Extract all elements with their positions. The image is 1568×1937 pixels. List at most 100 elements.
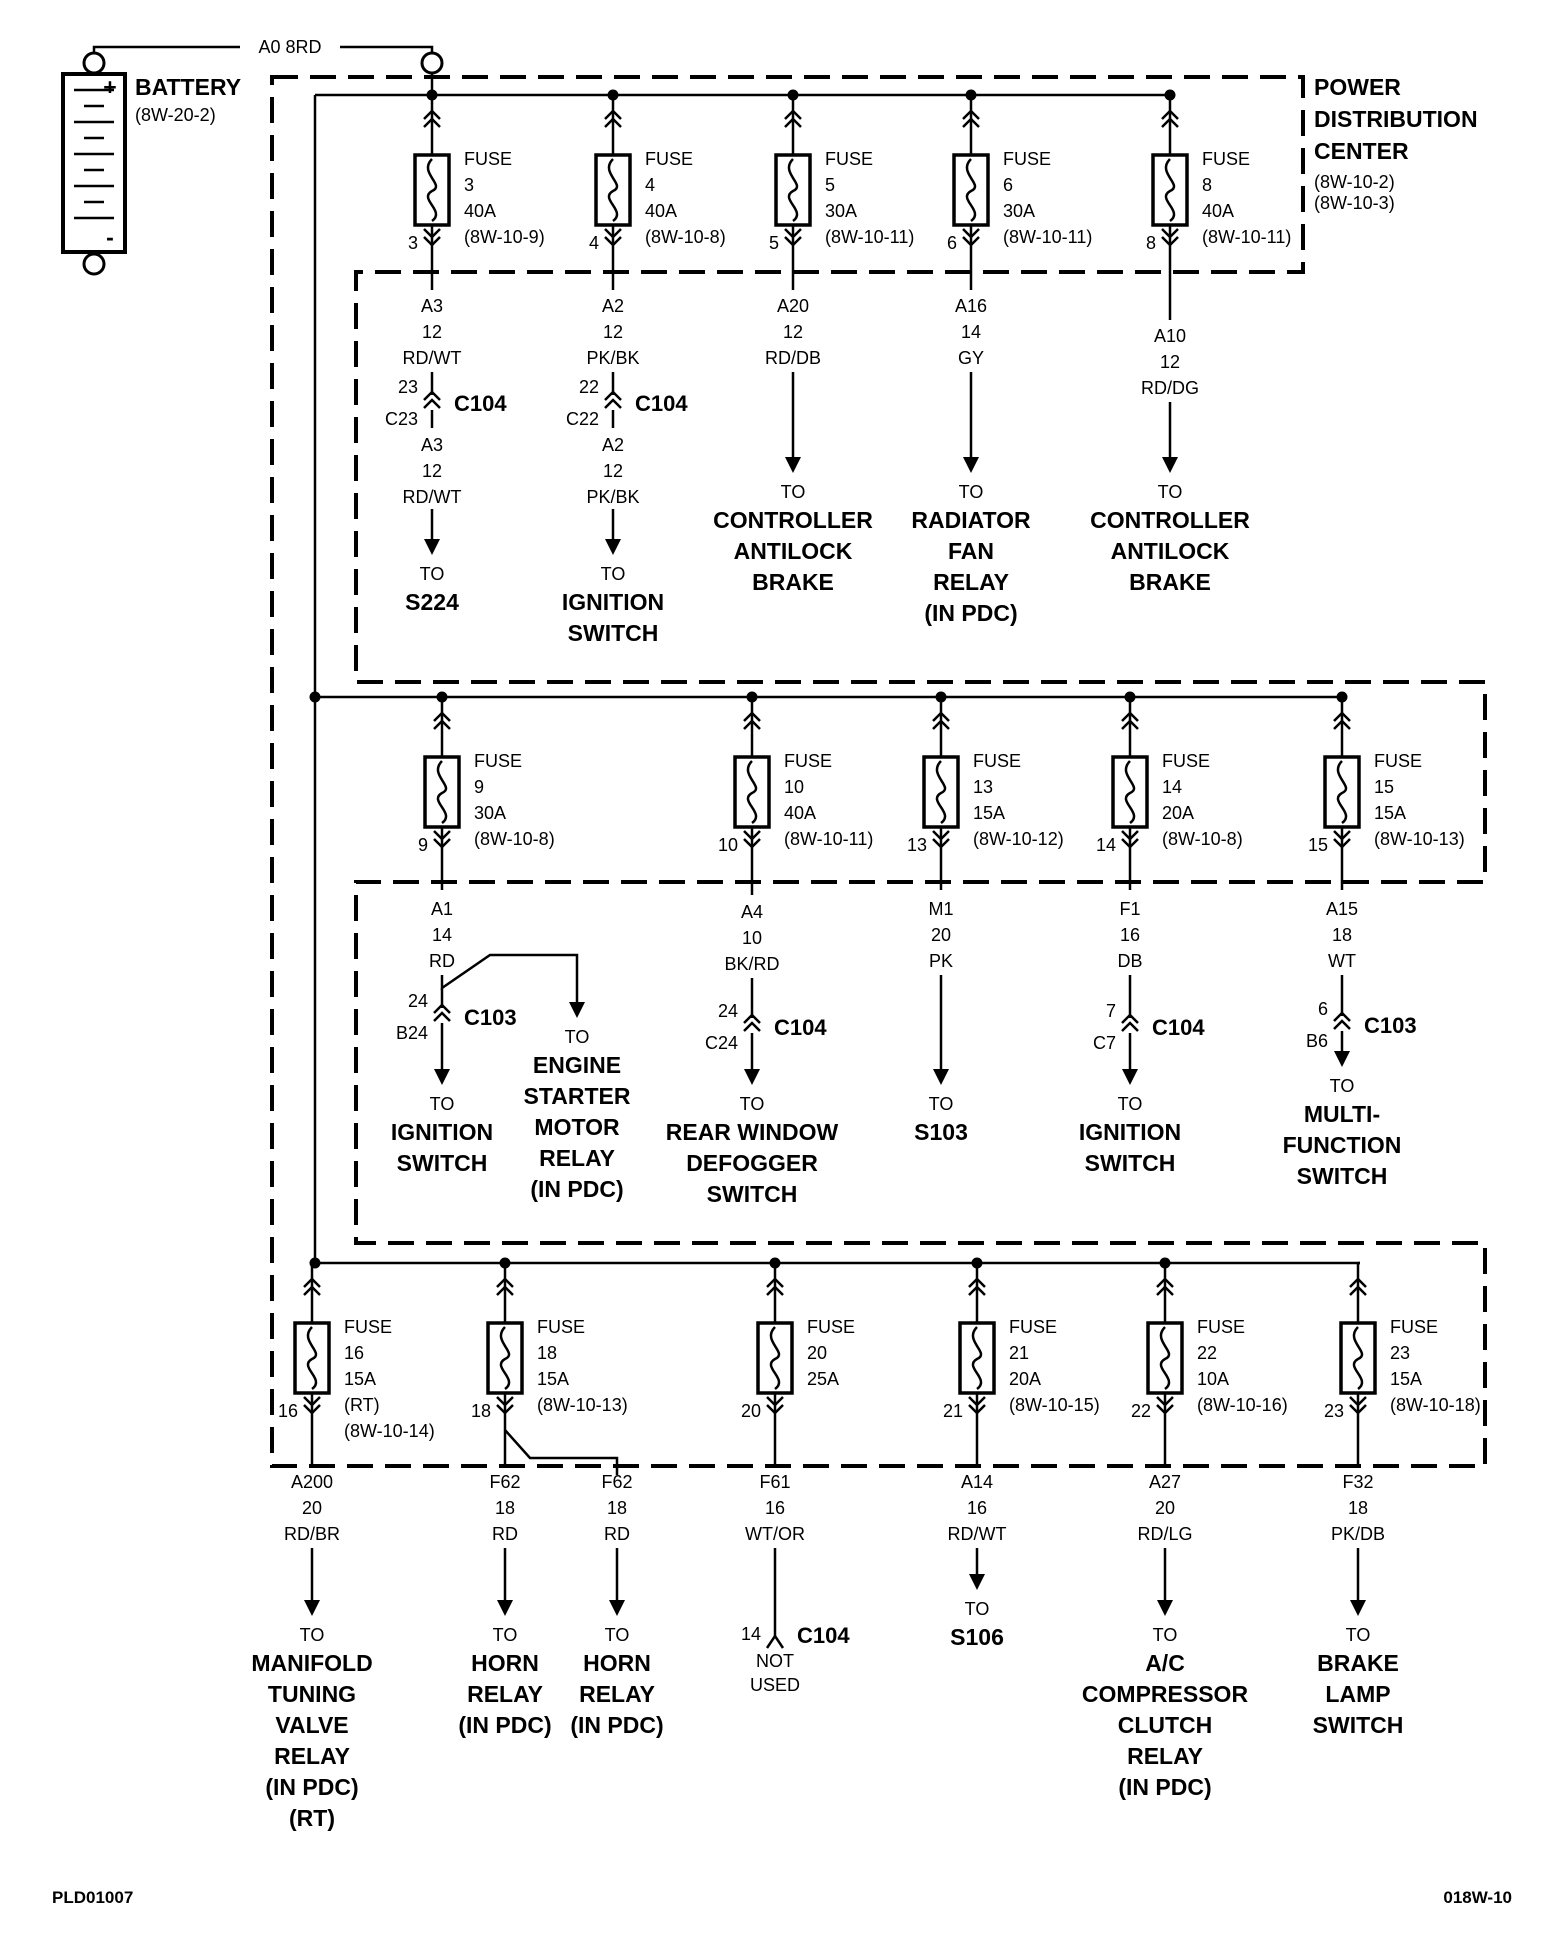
wire-code: 14 — [961, 322, 981, 342]
connector-symbol — [765, 1633, 785, 1649]
fuse-spec: 30A — [825, 201, 857, 221]
dest-label: (RT) — [289, 1805, 335, 1831]
dest-label: RELAY — [1127, 1743, 1203, 1769]
arrow-head — [1334, 1051, 1350, 1067]
fuse-spec: 15A — [344, 1369, 376, 1389]
wire-code: A10 — [1154, 326, 1186, 346]
fuse-spec: (8W-10-18) — [1390, 1395, 1481, 1415]
arrow-head — [933, 1069, 949, 1085]
dest-label: COMPRESSOR — [1082, 1681, 1249, 1707]
arrow-head — [963, 457, 979, 473]
dest-label: (IN PDC) — [458, 1712, 551, 1738]
terminal-chevron — [766, 1277, 784, 1296]
battery-ref: (8W-20-2) — [135, 105, 216, 125]
fuse-element — [1124, 760, 1136, 825]
wire-code: RD/WT — [403, 348, 462, 368]
dest-to: TO — [565, 1027, 590, 1047]
fuse-spec: (8W-10-8) — [1162, 829, 1243, 849]
battery-cable-label: A0 8RD — [258, 37, 321, 57]
fuse-label: FUSE — [1162, 751, 1210, 771]
arrow-head — [785, 457, 801, 473]
dest-label: RADIATOR — [911, 507, 1031, 533]
wire-code: 10 — [742, 928, 762, 948]
wire-code: PK/BK — [586, 348, 639, 368]
fuse-spec: (8W-10-15) — [1009, 1395, 1100, 1415]
cavity-number: 15 — [1308, 835, 1328, 855]
dest-to: TO — [781, 482, 806, 502]
battery-plus-sign: + — [103, 74, 116, 100]
fuse-label: FUSE — [1009, 1317, 1057, 1337]
fuse-element — [746, 760, 758, 825]
fuse-element — [935, 760, 947, 825]
wire-code: 18 — [1348, 1498, 1368, 1518]
terminal-chevron — [1121, 711, 1139, 730]
not-used-note: NOT — [756, 1651, 794, 1671]
not-used-note: USED — [750, 1675, 800, 1695]
bus-splice — [769, 1257, 781, 1269]
terminal-chevron — [784, 109, 802, 128]
dest-label: RELAY — [933, 569, 1009, 595]
arrow-head — [969, 1574, 985, 1590]
conn-pin: 24 — [408, 991, 428, 1011]
wire-code: F61 — [759, 1472, 790, 1492]
connector-name: C104 — [774, 1015, 827, 1040]
terminal-chevron — [303, 1277, 321, 1296]
conn-pin: 24 — [718, 1001, 738, 1021]
dest-label: S224 — [405, 589, 459, 615]
dest-label: REAR WINDOW — [666, 1119, 839, 1145]
terminal-chevron — [604, 109, 622, 128]
wire-code: WT — [1328, 951, 1356, 971]
wire-code: A15 — [1326, 899, 1358, 919]
wire-code: 12 — [603, 461, 623, 481]
dest-label: (IN PDC) — [265, 1774, 358, 1800]
fuse-element — [1336, 760, 1348, 825]
bus-splice — [935, 691, 947, 703]
dest-label: HORN — [471, 1650, 539, 1676]
dest-label: SWITCH — [568, 620, 659, 646]
arrow-head — [609, 1600, 625, 1616]
terminal-chevron — [968, 1396, 986, 1415]
conn-pin: 22 — [579, 377, 599, 397]
fuse-element — [971, 1326, 983, 1391]
fuse-spec: 14 — [1162, 777, 1182, 797]
dest-to: TO — [1158, 482, 1183, 502]
bus-splice — [607, 89, 619, 101]
terminal-chevron — [962, 109, 980, 128]
fuse-spec: 40A — [1202, 201, 1234, 221]
fuse-spec: 15A — [973, 803, 1005, 823]
connector-symbol — [1121, 1013, 1139, 1032]
wire-code: PK/BK — [586, 487, 639, 507]
conn-pin: C7 — [1093, 1033, 1116, 1053]
fuse-element — [607, 158, 619, 223]
dest-to: TO — [1330, 1076, 1355, 1096]
cavity-number: 23 — [1324, 1401, 1344, 1421]
wire-code: F1 — [1119, 899, 1140, 919]
figure-id-right: 018W-10 — [1443, 1888, 1512, 1907]
dest-label: (IN PDC) — [924, 600, 1017, 626]
battery-cable — [92, 45, 240, 53]
terminal-chevron — [433, 830, 451, 849]
wire-code: A3 — [421, 296, 443, 316]
fuse-spec: 40A — [464, 201, 496, 221]
wire-code: RD/WT — [403, 487, 462, 507]
dest-label: (IN PDC) — [530, 1176, 623, 1202]
bus-splice — [1159, 1257, 1171, 1269]
conn-pin: B24 — [396, 1023, 428, 1043]
wire-code: A3 — [421, 435, 443, 455]
fuse-4-body — [594, 153, 632, 227]
fuse-element — [499, 1326, 511, 1391]
dest-label: STARTER — [524, 1083, 631, 1109]
wire-code: 16 — [967, 1498, 987, 1518]
wire-code: GY — [958, 348, 984, 368]
dest-label: SWITCH — [397, 1150, 488, 1176]
wire-a1-branch — [440, 953, 579, 1015]
fuse-element — [769, 1326, 781, 1391]
wire-code: PK/DB — [1331, 1524, 1385, 1544]
fuse-label: FUSE — [537, 1317, 585, 1337]
dest-label: (IN PDC) — [570, 1712, 663, 1738]
conn-pin: C23 — [385, 409, 418, 429]
terminal-chevron — [743, 711, 761, 730]
wire-code: RD/WT — [948, 1524, 1007, 1544]
wire-code: RD/DB — [765, 348, 821, 368]
